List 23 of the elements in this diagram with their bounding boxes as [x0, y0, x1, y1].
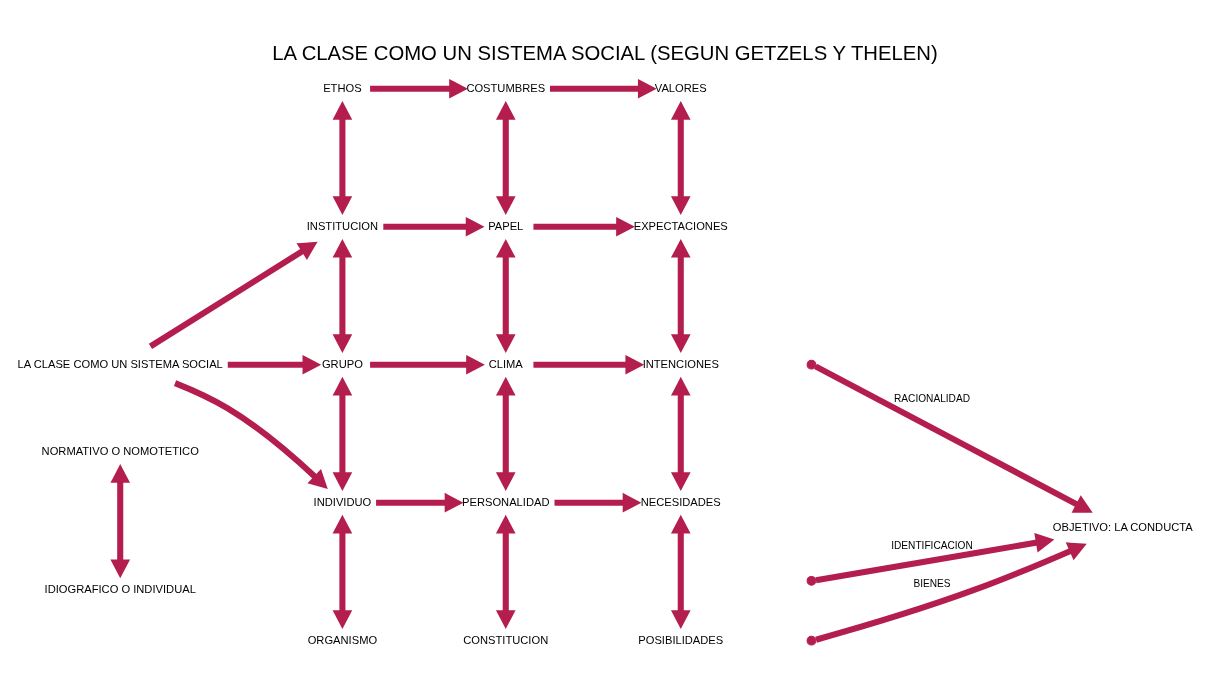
- node-text: INTENCIONES: [642, 357, 719, 370]
- node-text: LA CLASE COMO UN SISTEMA SOCIAL: [17, 357, 223, 370]
- diagram-title: LA CLASE COMO UN SISTEMA SOCIAL (SEGUN GETZELS Y THELEN): [272, 41, 938, 64]
- node-text: NORMATIVO O NOMOTETICO: [41, 444, 199, 457]
- edge-label: IDENTIFICACION: [891, 539, 973, 551]
- node-text: GRUPO: [321, 357, 363, 370]
- node-text: NECESIDADES: [640, 495, 721, 508]
- node-text: VALORES: [654, 81, 707, 94]
- node-text: ORGANISMO: [307, 633, 378, 646]
- edge-label: BIENES: [913, 577, 951, 589]
- node-text: OBJETIVO: LA CONDUCTA: [1052, 520, 1193, 533]
- node-text: PAPEL: [488, 219, 524, 232]
- node-text: EXPECTACIONES: [633, 219, 728, 232]
- node-text: INSTITUCION: [306, 219, 379, 232]
- node-text: INDIVIDUO: [313, 495, 372, 508]
- node-text: ETHOS: [323, 81, 362, 94]
- node-text: CLIMA: [488, 357, 523, 370]
- node-text: COSTUMBRES: [466, 81, 546, 94]
- edge-label: RACIONALIDAD: [894, 392, 970, 404]
- node-text: CONSTITUCION: [463, 633, 549, 646]
- node-text: IDIOGRAFICO O INDIVIDUAL: [44, 582, 196, 595]
- node-text: POSIBILIDADES: [638, 633, 724, 646]
- node-text: PERSONALIDAD: [462, 495, 550, 508]
